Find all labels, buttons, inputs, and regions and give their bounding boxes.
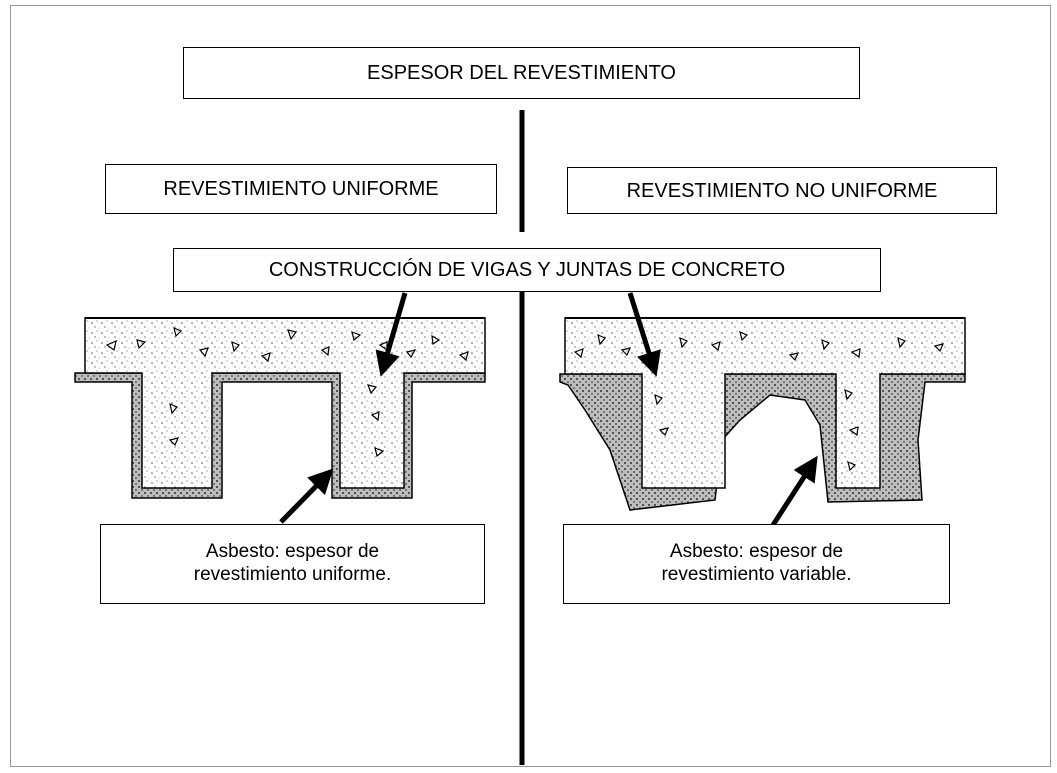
right-pointer-arrow-bottom (770, 455, 818, 527)
left-note-line2: revestimiento uniforme. (193, 564, 392, 585)
left-pointer-arrow-bottom (279, 468, 334, 524)
right-pointer-arrow-top (627, 292, 661, 377)
right-heading-box: REVESTIMIENTO NO UNIFORME (567, 167, 997, 214)
right-note-box: Asbesto: espesor de revestimiento variab… (563, 524, 950, 604)
center-heading-box: CONSTRUCCIÓN DE VIGAS Y JUNTAS DE CONCRE… (173, 248, 881, 292)
right-note-line2: revestimiento variable. (661, 564, 852, 585)
left-heading-box: REVESTIMIENTO UNIFORME (105, 164, 497, 214)
title-box: ESPESOR DEL REVESTIMIENTO (183, 47, 860, 99)
left-coating (74, 372, 486, 499)
left-beam-drawing (74, 292, 486, 524)
right-aggregate (573, 330, 945, 472)
left-aggregate (105, 326, 469, 458)
left-pointer-arrow-top (375, 292, 408, 377)
right-beam-drawing (559, 292, 966, 527)
left-note-box: Asbesto: espesor de revestimiento unifor… (100, 524, 485, 604)
left-note-line1: Asbesto: espesor de (205, 541, 380, 563)
left-slab (84, 317, 486, 489)
right-coating (559, 373, 966, 511)
right-note-line1: Asbesto: espesor de (669, 541, 844, 563)
